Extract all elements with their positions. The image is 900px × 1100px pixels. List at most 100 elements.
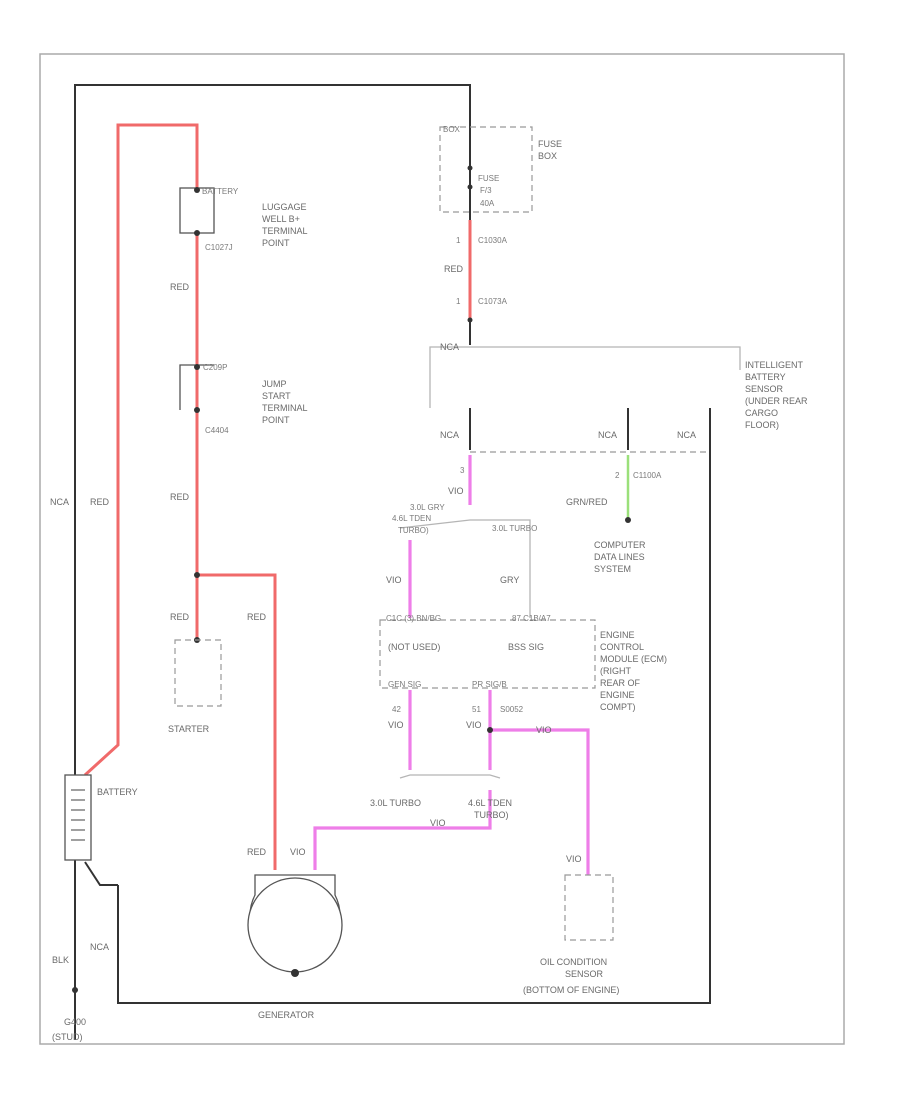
vio-gen-join-label: VIO xyxy=(430,818,446,828)
luggage-well-pin-label: BATTERY xyxy=(202,187,239,196)
vio-42-label: VIO xyxy=(388,720,404,730)
fuse-name-2: F/3 xyxy=(480,186,492,195)
red-lower-right-label: RED xyxy=(247,612,267,622)
ibs-name-6: FLOOR) xyxy=(745,420,779,430)
jump-start-pin-label: C209P xyxy=(203,363,227,372)
fuse-pin-bottom: 1 xyxy=(456,297,461,306)
vio-51-label: VIO xyxy=(466,720,482,730)
luggage-well-node-bottom xyxy=(194,230,200,236)
fuse-box-name-2: BOX xyxy=(538,151,557,161)
luggage-well-name-3: TERMINAL xyxy=(262,226,308,236)
vio-ibs-label: VIO xyxy=(448,486,464,496)
gry-label: GRY xyxy=(500,575,519,585)
blk-label: BLK xyxy=(52,955,69,965)
ecm-name-4: (RIGHT xyxy=(600,666,631,676)
violet-wire-oil-sensor xyxy=(490,728,590,875)
starter-box xyxy=(174,639,222,707)
red-wire-battery-feed xyxy=(83,123,199,777)
pin-42-label: 42 xyxy=(392,705,401,714)
ecm-out-left: GEN SIG xyxy=(388,680,421,689)
jump-start-name-3: TERMINAL xyxy=(262,403,308,413)
four-six-turbo-1: 4.6L TDEN xyxy=(468,798,512,808)
fuse-connector-bottom: C1073A xyxy=(478,297,508,306)
vio-sensor-top-label: VIO xyxy=(536,725,552,735)
black-wire-bottom-loop xyxy=(117,408,711,1004)
battery-cells xyxy=(71,789,85,841)
jump-start-terminal xyxy=(179,364,214,410)
splice-left-b: 4.6L TDEN xyxy=(392,514,431,523)
generator-label: GENERATOR xyxy=(258,1010,315,1020)
fuse-box-top-label: BOX xyxy=(443,125,461,134)
pin-51-label: 51 xyxy=(472,705,481,714)
ecm-box xyxy=(379,619,596,689)
nca-ibs-mid-label: NCA xyxy=(598,430,617,440)
battery-label: BATTERY xyxy=(97,787,138,797)
violet-wire-generator xyxy=(313,790,492,870)
jump-start-node-bottom xyxy=(194,407,200,413)
fuse-node-bottom xyxy=(467,184,473,190)
splice-s0052-node xyxy=(487,727,493,733)
ibs-connector-right: C1100A xyxy=(633,471,662,480)
ibs-pin-left: 3 xyxy=(460,466,465,475)
starter-splice-node xyxy=(194,572,200,578)
fuse-pin-top: 1 xyxy=(456,236,461,245)
grey-wire-splice-bottom xyxy=(399,774,501,779)
oil-sensor-box xyxy=(564,874,614,941)
three-l-turbo-label: 3.0L TURBO xyxy=(370,798,421,808)
jump-start-name-2: START xyxy=(262,391,291,401)
ecm-name-3: MODULE (ECM) xyxy=(600,654,667,664)
splice-s0052-label: S0052 xyxy=(500,705,524,714)
ibs-name-2: BATTERY xyxy=(745,372,786,382)
ground-node xyxy=(72,987,78,993)
vio-sensor-label: VIO xyxy=(566,854,582,864)
ecm-not-used: (NOT USED) xyxy=(388,642,440,652)
fuse-name-3: 40A xyxy=(480,199,495,208)
luggage-well-name-2: WELL B+ xyxy=(262,214,300,224)
generator-circle xyxy=(247,877,343,973)
ibs-pin-right: 2 xyxy=(615,471,620,480)
fuse-box-name-1: FUSE xyxy=(538,139,562,149)
ecm-pin-right: 87 C1B/A7 xyxy=(512,614,551,623)
grn-red-label: GRN/RED xyxy=(566,497,608,507)
ecm-name-1: ENGINE xyxy=(600,630,635,640)
oil-sensor-3: (BOTTOM OF ENGINE) xyxy=(523,985,619,995)
jump-start-name-4: POINT xyxy=(262,415,290,425)
nca-bottom-label: NCA xyxy=(90,942,109,952)
ibs-name-3: SENSOR xyxy=(745,384,784,394)
red-generator-label: RED xyxy=(247,847,267,857)
nca-ibs-left-label: NCA xyxy=(440,430,459,440)
fuse-name-1: FUSE xyxy=(478,174,499,183)
luggage-well-connector-label: C1027J xyxy=(205,243,233,252)
red-upper-label: RED xyxy=(170,282,190,292)
generator-ground-node xyxy=(291,969,299,977)
splice-right: 3.0L TURBO xyxy=(492,524,537,533)
computer-data-1: COMPUTER xyxy=(594,540,646,550)
jump-start-connector-label: C4404 xyxy=(205,426,229,435)
jump-start-name-1: JUMP xyxy=(262,379,287,389)
ecm-name-6: ENGINE xyxy=(600,690,635,700)
splice-left-c: TURBO) xyxy=(398,526,429,535)
luggage-well-name-4: POINT xyxy=(262,238,290,248)
vio-generator-label: VIO xyxy=(290,847,306,857)
oil-sensor-1: OIL CONDITION xyxy=(540,957,607,967)
jump-start-node-top xyxy=(194,364,200,370)
ibs-name-5: CARGO xyxy=(745,408,778,418)
red-fuse-label: RED xyxy=(444,264,464,274)
ecm-name-7: COMPT) xyxy=(600,702,636,712)
ecm-name-2: CONTROL xyxy=(600,642,644,652)
ecm-bss: BSS SIG xyxy=(508,642,544,652)
computer-data-2: DATA LINES xyxy=(594,552,645,562)
computer-data-3: SYSTEM xyxy=(594,564,631,574)
luggage-well-name-1: LUGGAGE xyxy=(262,202,307,212)
fuse-connector-node xyxy=(467,317,473,323)
splice-left-a: 3.0L GRY xyxy=(410,503,445,512)
ground-desc-label: (STUD) xyxy=(52,1032,83,1042)
fuse-node-top xyxy=(467,165,473,171)
ecm-pin-left: C1C (3) BN/BG xyxy=(386,614,441,623)
ground-id-label: G400 xyxy=(64,1017,86,1027)
red-left-label: RED xyxy=(90,497,110,507)
four-six-turbo-2: TURBO) xyxy=(474,810,509,820)
vio-ecm-in-label: VIO xyxy=(386,575,402,585)
red-middle-label: RED xyxy=(170,492,190,502)
